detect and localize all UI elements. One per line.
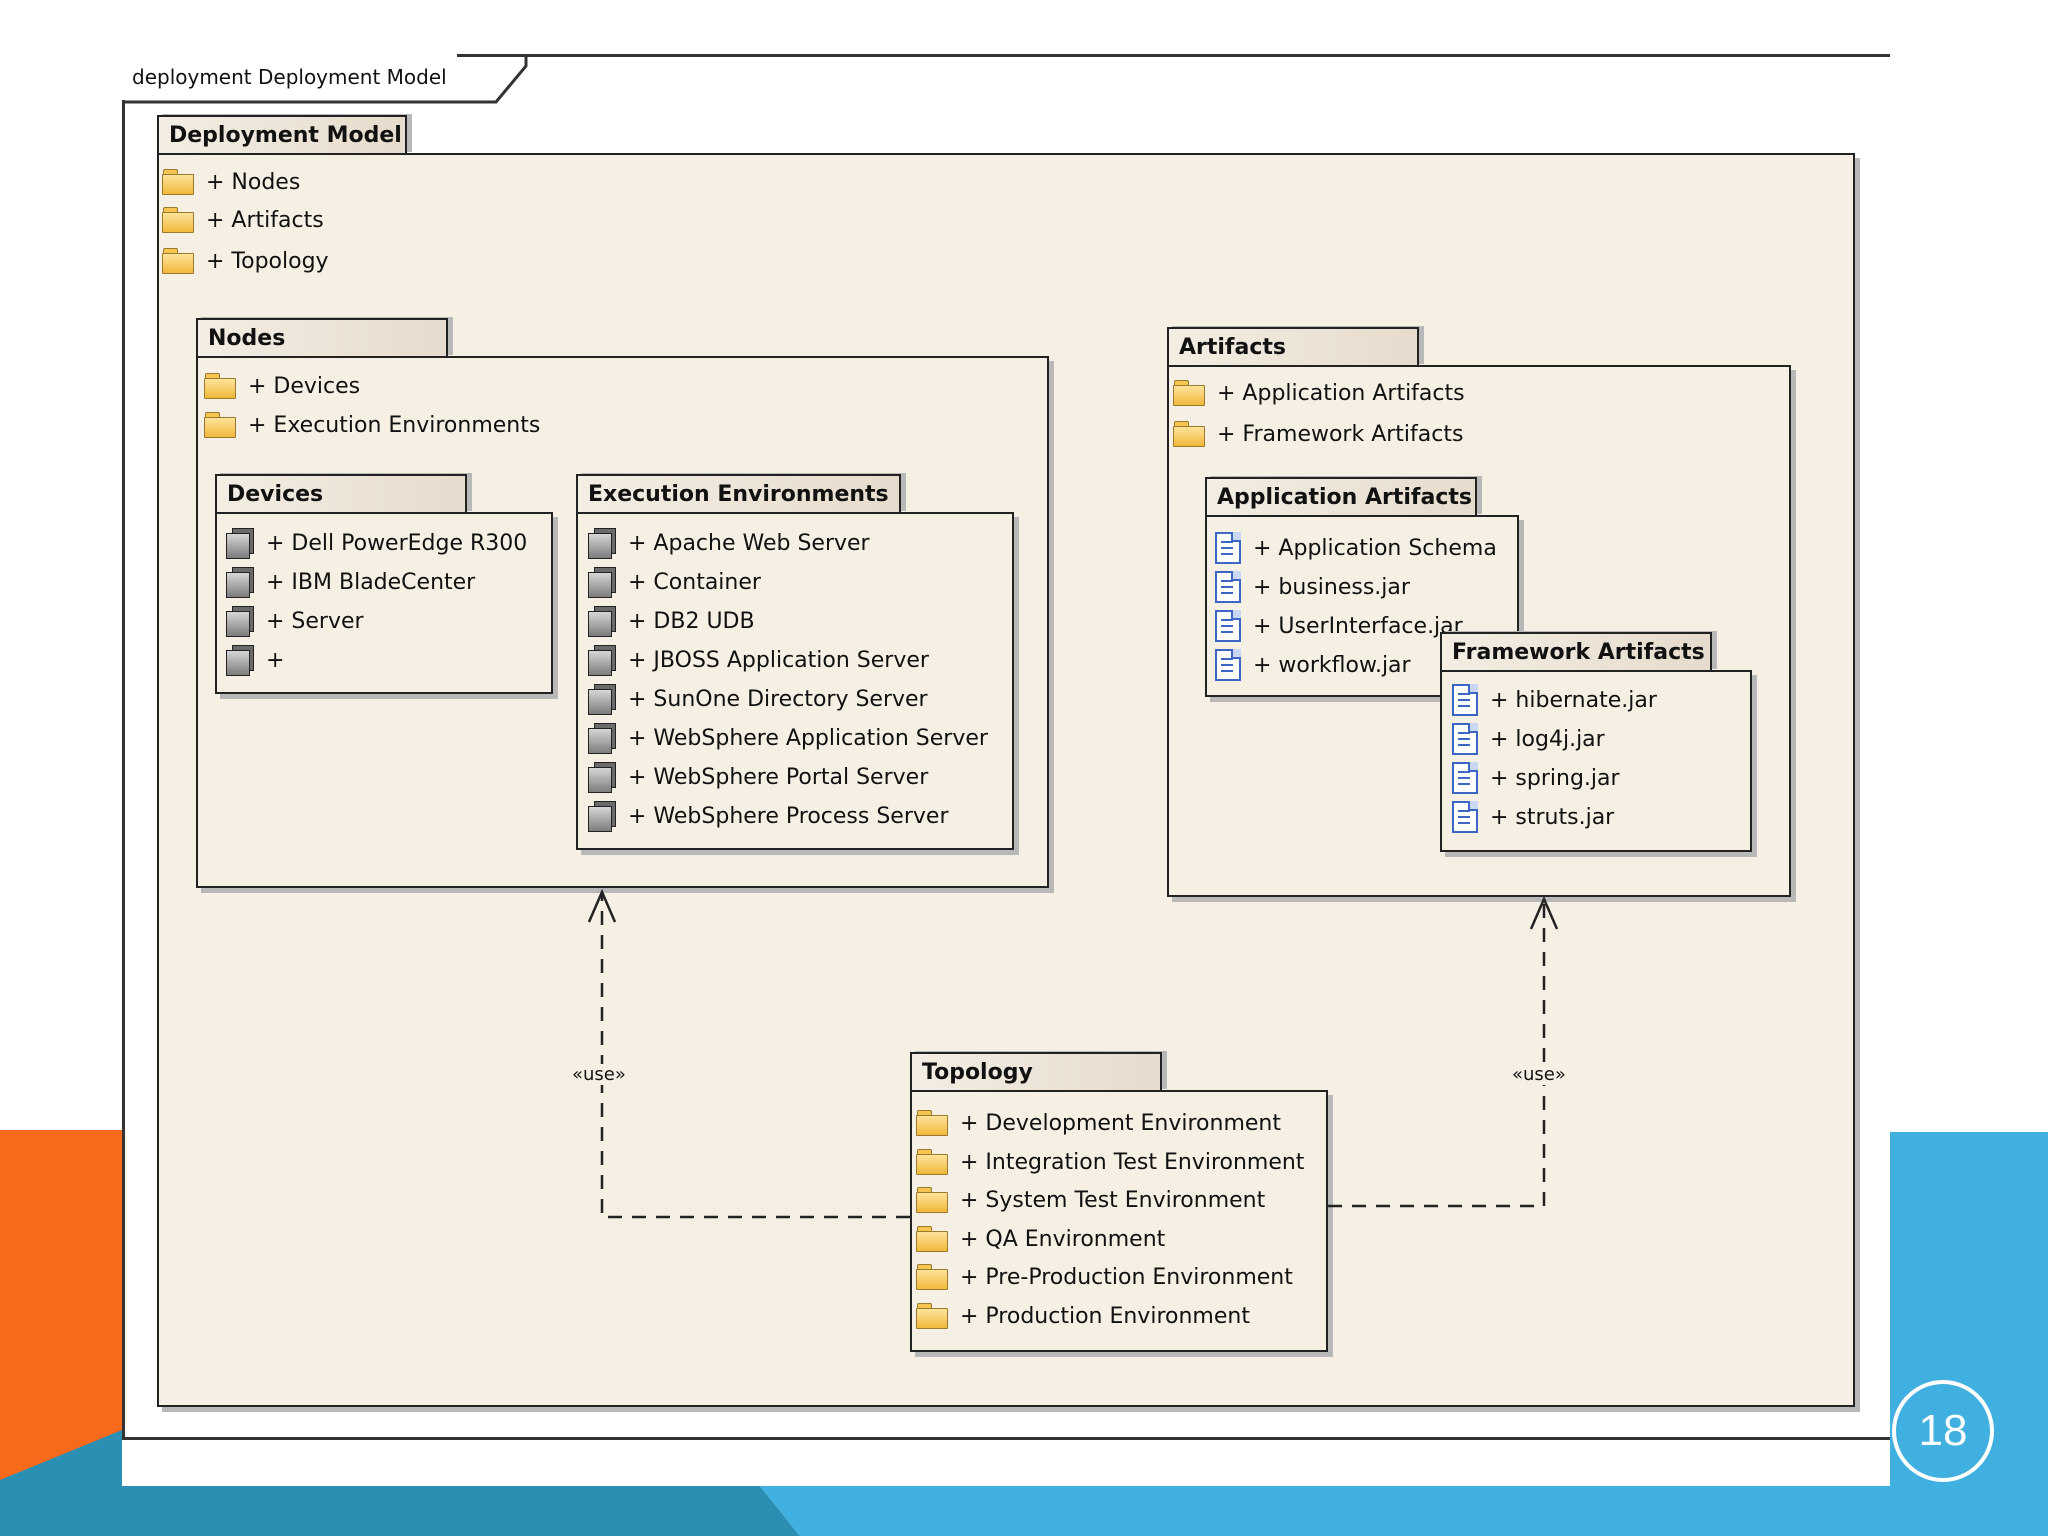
blue-accent-block-right <box>1890 1132 2048 1536</box>
artifact-item: + business.jar <box>1215 570 1410 604</box>
folder-icon <box>162 207 194 233</box>
folder-icon <box>916 1303 948 1329</box>
device-item: + Dell PowerEdge R300 <box>226 526 527 560</box>
node-icon <box>588 684 616 715</box>
package-item: + Nodes <box>162 165 300 199</box>
deployment-model-tab: Deployment Model <box>157 115 407 153</box>
artifact-item: + struts.jar <box>1452 800 1614 834</box>
package-item: + Execution Environments <box>204 408 540 442</box>
folder-icon <box>916 1149 948 1175</box>
package-item: + Production Environment <box>916 1299 1250 1333</box>
execution-environment-item: + Apache Web Server <box>588 526 870 560</box>
slide-number: 18 <box>1918 1406 1968 1455</box>
use-stereotype-left: «use» <box>570 1064 628 1085</box>
devices-package <box>215 512 553 694</box>
artifact-item: + log4j.jar <box>1452 722 1605 756</box>
topology-package <box>910 1090 1328 1352</box>
node-icon <box>588 801 616 832</box>
execution-environment-item: + DB2 UDB <box>588 604 755 638</box>
frame-tab-outline <box>123 54 528 104</box>
artifact-item: + workflow.jar <box>1215 648 1411 682</box>
node-icon <box>588 567 616 598</box>
folder-icon <box>162 169 194 195</box>
execution-environments-package <box>576 512 1014 850</box>
slide-number-badge: 18 <box>1892 1380 1994 1482</box>
folder-icon <box>1173 421 1205 447</box>
node-icon <box>588 723 616 754</box>
folder-icon <box>916 1187 948 1213</box>
artifact-icon <box>1215 610 1241 642</box>
node-icon <box>226 528 254 559</box>
application-artifacts-tab: Application Artifacts <box>1205 477 1477 515</box>
package-item: + Pre-Production Environment <box>916 1260 1293 1294</box>
execution-environment-item: + WebSphere Portal Server <box>588 760 928 794</box>
package-item: + Application Artifacts <box>1173 376 1465 410</box>
execution-environment-item: + WebSphere Process Server <box>588 799 948 833</box>
folder-icon <box>204 412 236 438</box>
framework-artifacts-package <box>1440 670 1752 852</box>
folder-icon <box>204 373 236 399</box>
artifact-icon <box>1215 571 1241 603</box>
node-icon <box>588 762 616 793</box>
artifact-item: + Application Schema <box>1215 531 1497 565</box>
artifact-icon <box>1215 532 1241 564</box>
node-icon <box>226 606 254 637</box>
package-item: + Framework Artifacts <box>1173 417 1463 451</box>
package-item: + Topology <box>162 244 329 278</box>
execution-environments-tab: Execution Environments <box>576 474 901 512</box>
node-icon <box>588 606 616 637</box>
artifact-icon <box>1452 762 1478 794</box>
artifact-item: + spring.jar <box>1452 761 1620 795</box>
nodes-tab: Nodes <box>196 318 448 356</box>
node-icon <box>226 567 254 598</box>
artifact-icon <box>1452 684 1478 716</box>
package-item: + QA Environment <box>916 1222 1165 1256</box>
package-item: + Development Environment <box>916 1106 1281 1140</box>
orange-accent-block <box>0 1130 122 1536</box>
artifact-icon <box>1452 723 1478 755</box>
topology-tab: Topology <box>910 1052 1162 1090</box>
package-item: + Artifacts <box>162 203 324 237</box>
folder-icon <box>916 1264 948 1290</box>
artifacts-tab: Artifacts <box>1167 327 1419 365</box>
artifact-icon <box>1215 649 1241 681</box>
folder-icon <box>1173 380 1205 406</box>
framework-artifacts-tab: Framework Artifacts <box>1440 632 1712 670</box>
node-icon <box>226 645 254 676</box>
device-item: + Server <box>226 604 364 638</box>
execution-environment-item: + JBOSS Application Server <box>588 643 929 677</box>
folder-icon <box>162 248 194 274</box>
use-stereotype-right: «use» <box>1510 1064 1568 1085</box>
device-item: + IBM BladeCenter <box>226 565 475 599</box>
execution-environment-item: + Container <box>588 565 761 599</box>
blue-band <box>760 1486 2048 1536</box>
diagram-frame <box>122 54 1890 1440</box>
package-item: + Devices <box>204 369 360 403</box>
device-item: + <box>226 643 284 677</box>
folder-icon <box>916 1226 948 1252</box>
frame-title: deployment Deployment Model <box>122 54 457 100</box>
artifact-icon <box>1452 801 1478 833</box>
folder-icon <box>916 1110 948 1136</box>
node-icon <box>588 528 616 559</box>
execution-environment-item: + WebSphere Application Server <box>588 721 988 755</box>
devices-tab: Devices <box>215 474 467 512</box>
artifact-item: + hibernate.jar <box>1452 683 1657 717</box>
package-item: + System Test Environment <box>916 1183 1265 1217</box>
package-item: + Integration Test Environment <box>916 1145 1304 1179</box>
execution-environment-item: + SunOne Directory Server <box>588 682 928 716</box>
node-icon <box>588 645 616 676</box>
artifact-item: + UserInterface.jar <box>1215 609 1463 643</box>
